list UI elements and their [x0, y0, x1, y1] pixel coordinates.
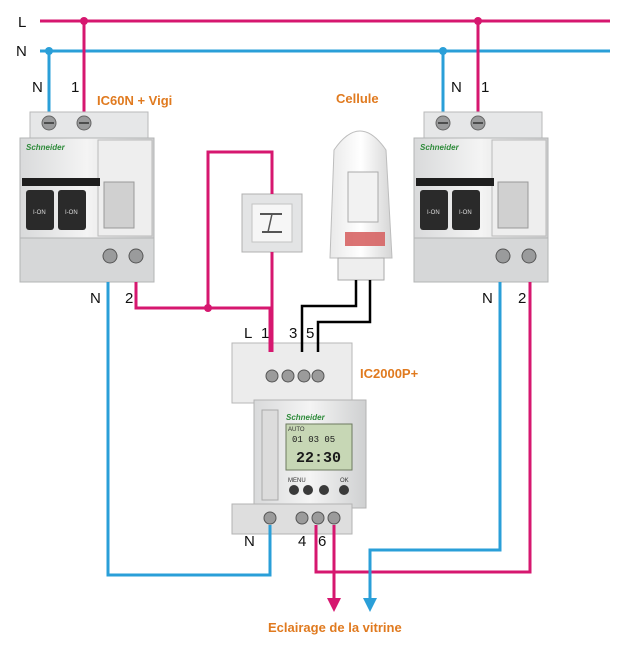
cellule-title: Cellule: [336, 91, 379, 106]
left-breaker-1-label: 1: [71, 79, 79, 96]
left-circuit-breaker: Schneider I-ON I-ON: [19, 111, 155, 283]
right-out-N-label: N: [482, 290, 493, 307]
right-circuit-breaker: Schneider I-ON I-ON: [413, 111, 549, 283]
right-breaker-feed-wires: [439, 17, 482, 118]
timer-N-label: N: [244, 533, 255, 550]
left-out-N-label: N: [90, 290, 101, 307]
phase-wiring: [134, 150, 532, 600]
timer-ok-label: OK: [340, 478, 349, 484]
output-title: Eclairage de la vitrine: [268, 620, 402, 635]
right-out-2-label: 2: [518, 290, 526, 307]
left-breaker-title: IC60N + Vigi: [97, 93, 172, 108]
lcd-time: 22:30: [296, 450, 341, 467]
sensor-wiring: [300, 280, 372, 352]
lcd-auto: AUTO: [288, 427, 305, 433]
timer-menu-label: MENU: [288, 478, 306, 484]
timer-L-label: L: [244, 325, 252, 342]
timer-5-label: 5: [306, 325, 314, 342]
output-neutral-arrow: [363, 598, 377, 612]
right-breaker-ion-1: I-ON: [427, 210, 440, 216]
lcd-date: 01 03 05: [292, 435, 335, 445]
right-breaker-ion-2: I-ON: [459, 210, 472, 216]
right-breaker-1-label: 1: [481, 79, 489, 96]
timer-brand: Schneider: [286, 413, 326, 422]
left-breaker-N-label: N: [32, 79, 43, 96]
left-breaker-brand: Schneider: [26, 143, 66, 152]
timer-1-label: 1: [261, 325, 269, 342]
timer-title: IC2000P+: [360, 366, 419, 381]
label-L: L: [18, 14, 26, 31]
timer-3-label: 3: [289, 325, 297, 342]
output-phase-arrow: [327, 598, 341, 612]
label-N: N: [16, 43, 27, 60]
right-breaker-N-label: N: [451, 79, 462, 96]
timer-4-label: 4: [298, 533, 306, 550]
right-breaker-brand: Schneider: [420, 143, 460, 152]
wall-switch: [241, 193, 303, 253]
ic2000p-timer: Schneider 01 03 05 22:30 AUTO MENU OK: [231, 342, 367, 535]
left-breaker-ion-2: I-ON: [65, 210, 78, 216]
light-sensor: [329, 130, 393, 281]
left-breaker-feed-wires: [45, 17, 88, 118]
timer-6-label: 6: [318, 533, 326, 550]
left-out-2-label: 2: [125, 290, 133, 307]
neutral-wiring: [106, 282, 502, 600]
left-breaker-ion-1: I-ON: [33, 210, 46, 216]
